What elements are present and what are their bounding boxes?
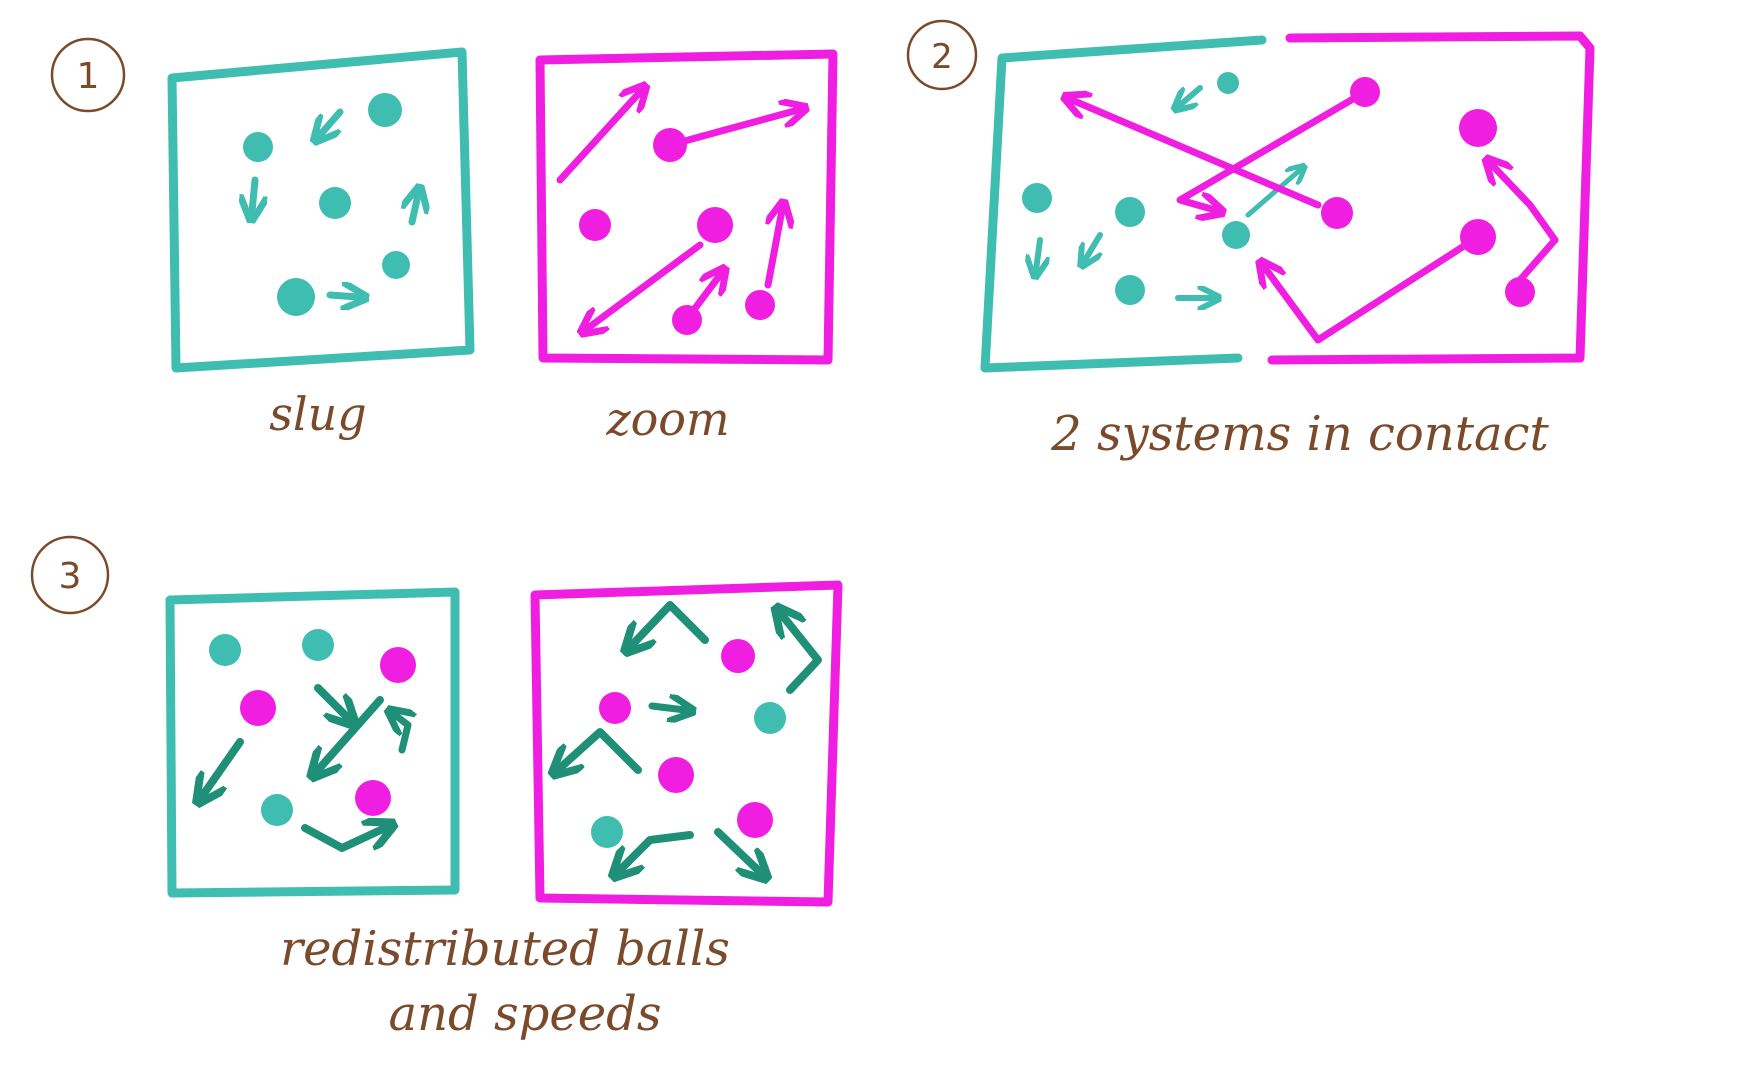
redistributed-arrow	[301, 828, 385, 852]
slug-velocity-arrow	[320, 108, 344, 135]
redistributed-teal-ball	[302, 629, 334, 661]
zoom-velocity-arrow	[666, 110, 798, 149]
redistributed-arrow	[648, 706, 685, 710]
slug-ball	[382, 251, 410, 279]
contact-teal-ball	[1115, 275, 1145, 305]
slug-ball	[319, 187, 351, 219]
redistributed-magenta-ball	[380, 647, 416, 683]
contact-magenta-arrow	[1072, 100, 1322, 209]
zoom-velocity-arrow	[588, 241, 704, 328]
zoom-label: zoom	[605, 392, 729, 446]
redistributed-magenta-ball	[355, 780, 391, 816]
contact-magenta-arrow	[1176, 88, 1369, 210]
slug-ball	[277, 278, 315, 316]
redistributed-teal-ball	[261, 794, 293, 826]
contact-box-teal-side	[980, 35, 1300, 373]
redistributed-teal-ball	[591, 816, 623, 848]
redistributed-teal-ball	[754, 702, 786, 734]
panel-1-number-badge: 1	[50, 37, 126, 113]
zoom-velocity-arrow	[686, 275, 720, 319]
redistributed-magenta-ball	[658, 757, 694, 793]
slug-velocity-arrow	[326, 295, 358, 297]
redistributed-teal-box	[165, 587, 460, 898]
contact-teal-ball	[1115, 197, 1145, 227]
panel-2-number-badge: 2	[906, 19, 978, 91]
contact-teal-ball	[1222, 221, 1250, 249]
panel-1-number: 1	[77, 56, 100, 97]
redistributed-arrow	[560, 728, 642, 770]
zoom-ball	[697, 207, 733, 243]
redistributed-magenta-box	[530, 580, 843, 907]
zoom-velocity-arrow	[764, 210, 782, 289]
redistributed-magenta-ball	[240, 690, 276, 726]
panel-3-number: 3	[59, 556, 82, 597]
panel-2-number: 2	[931, 37, 953, 77]
contact-teal-arrow	[1036, 237, 1040, 270]
redistributed-arrow	[782, 615, 822, 694]
panel-3-label-line-1: redistributed balls	[280, 921, 730, 977]
contact-magenta-arrow	[1492, 165, 1559, 284]
redistributed-magenta-ball	[721, 639, 755, 673]
zoom-ball	[579, 209, 611, 241]
contact-magenta-ball	[1321, 197, 1353, 229]
slug-ball	[368, 93, 402, 127]
zoom-velocity-arrow	[556, 92, 640, 184]
contact-magenta-arrow	[1265, 233, 1482, 344]
contact-teal-arrow	[1085, 232, 1103, 260]
contact-teal-ball	[1217, 72, 1239, 94]
redistributed-arrow	[314, 684, 348, 718]
panel-3-label-line-2: and speeds	[388, 986, 661, 1042]
slug-ball	[243, 132, 273, 162]
redistributed-arrow	[620, 831, 694, 870]
panel-2-label: 2 systems in contact	[1050, 406, 1549, 462]
redistributed-arrow	[203, 738, 244, 795]
panel-2: 2 2 systems	[906, 19, 1595, 462]
contact-teal-ball	[1022, 183, 1052, 213]
slug-velocity-arrow	[412, 195, 418, 226]
contact-box-magenta-side	[1072, 31, 1595, 365]
contact-magenta-ball	[1505, 277, 1535, 307]
slug-velocity-arrow	[252, 176, 255, 212]
redistributed-magenta-ball	[737, 802, 773, 838]
slug-label: slug	[269, 387, 366, 441]
contact-teal-arrow	[1180, 85, 1203, 105]
zoom-box	[535, 49, 838, 365]
panel-1: 1 slug z	[50, 37, 838, 446]
redistributed-arrow	[632, 601, 709, 645]
redistributed-teal-ball	[209, 634, 241, 666]
zoom-ball	[745, 290, 775, 320]
redistributed-arrow	[395, 715, 408, 754]
redistributed-arrow	[714, 828, 760, 872]
panel-3-number-badge: 3	[30, 535, 110, 615]
panel-3: 3	[30, 535, 843, 1042]
contact-magenta-ball	[1459, 109, 1497, 147]
slug-box	[167, 47, 475, 373]
contact-teal-arrow	[1245, 170, 1300, 218]
redistributed-arrow	[318, 696, 384, 770]
redistributed-magenta-ball	[599, 692, 631, 724]
